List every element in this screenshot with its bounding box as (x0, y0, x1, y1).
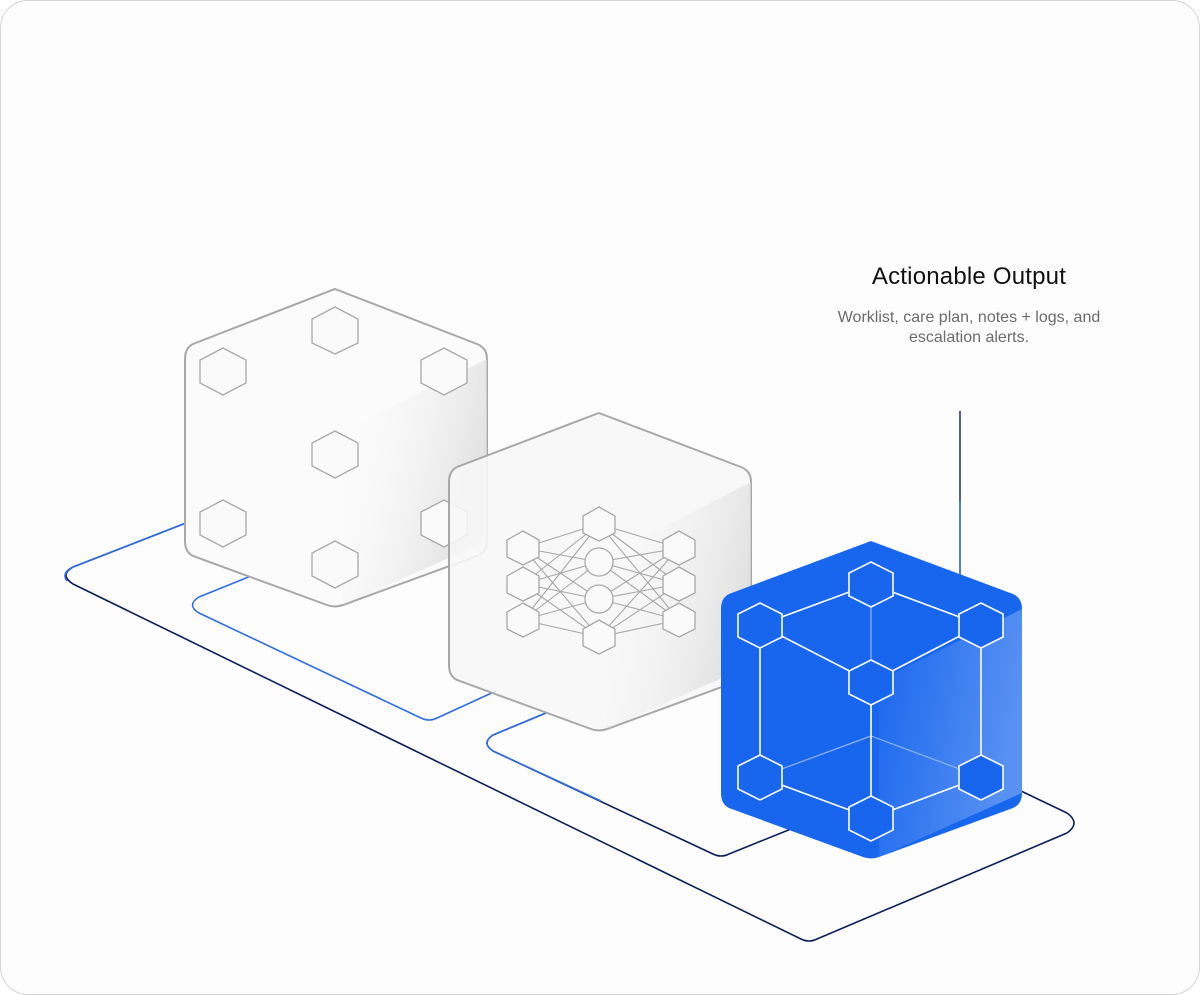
node-hexagon-icon (420, 347, 468, 396)
node-hexagon-icon (662, 566, 696, 602)
callout-title: Actionable Output (871, 263, 1067, 290)
outer-platform-accent (64, 522, 187, 582)
node-hexagon-icon (662, 530, 696, 566)
node-hexagon-icon (848, 795, 894, 842)
callout-description: Worklist, care plan, notes + logs, and e… (837, 309, 1101, 346)
node-hexagon-icon (958, 602, 1004, 649)
node-hexagon-icon (311, 430, 359, 479)
node-hexagon-icon (582, 506, 616, 542)
output-nodes (737, 561, 1004, 842)
node-hexagon-icon (506, 602, 540, 638)
network-nodes (506, 506, 696, 655)
node-hexagon-icon (311, 306, 359, 355)
node-circle-icon (584, 547, 614, 577)
node-hexagon-icon (662, 602, 696, 638)
node-circle-icon (584, 584, 614, 614)
middle-platform-line (191, 575, 497, 721)
node-hexagon-icon (311, 540, 359, 589)
neural-network-cube (448, 411, 752, 732)
output-callout: Actionable Output Worklist, care plan, n… (821, 263, 1117, 348)
node-hexagon-icon (199, 347, 247, 396)
node-hexagon-icon (848, 561, 894, 608)
output-cube (721, 541, 1022, 859)
node-hexagon-icon (199, 499, 247, 548)
node-hexagon-icon (506, 530, 540, 566)
node-hexagon-icon (737, 754, 783, 801)
inner-platform-accent (486, 712, 602, 802)
node-hexagon-icon (582, 619, 616, 655)
node-hexagon-icon (848, 659, 894, 706)
connector-lines (64, 411, 1075, 942)
outer-platform-line (65, 522, 1075, 942)
node-hexagon-icon (737, 602, 783, 649)
node-hexagon-icon (958, 754, 1004, 801)
input-cube (184, 287, 488, 608)
node-hexagon-icon (506, 566, 540, 602)
